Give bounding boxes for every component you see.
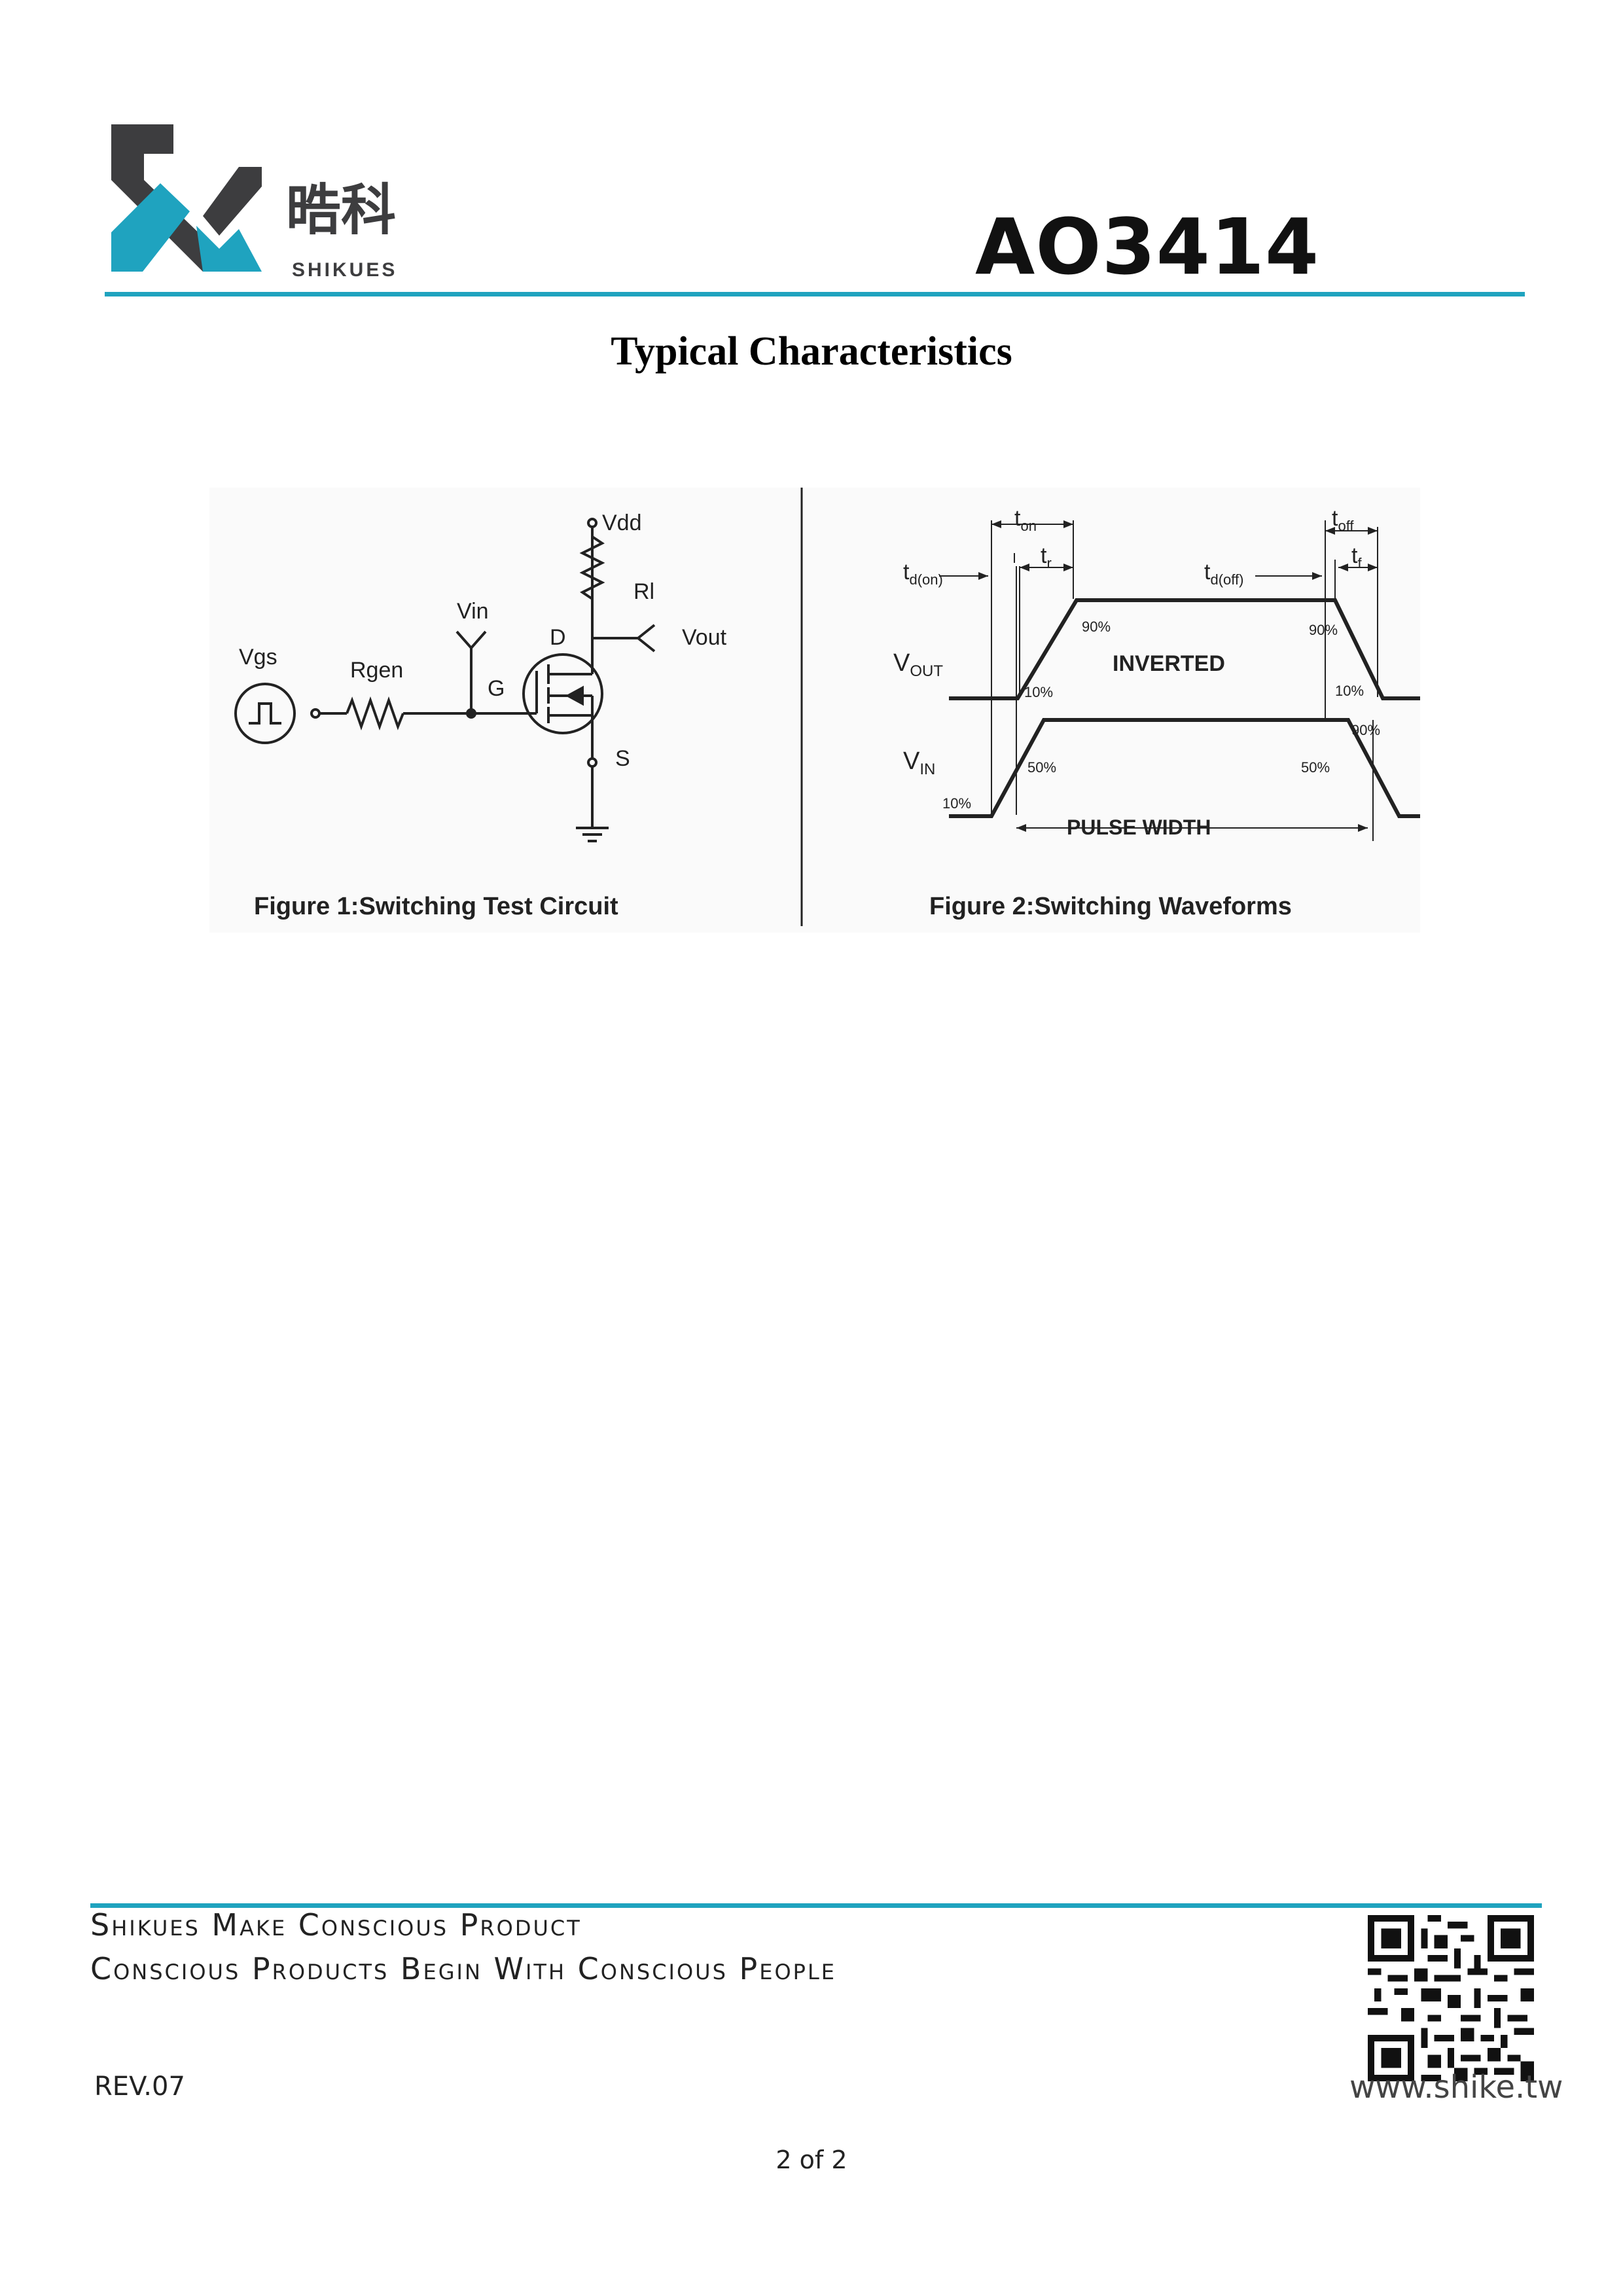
label-vout: Vout bbox=[682, 625, 727, 650]
label-vgs: Vgs bbox=[239, 645, 277, 670]
label-vout-wave: VOUT bbox=[893, 649, 943, 680]
qr-code bbox=[1368, 1915, 1534, 2081]
footer-slogan-1: Shikues Make Conscious Product bbox=[90, 1907, 582, 1943]
label-toff: toff bbox=[1332, 506, 1354, 534]
brand-cjk: 晧科 bbox=[286, 179, 396, 241]
label-vdd: Vdd bbox=[602, 511, 642, 535]
label-50-rise-in: 50% bbox=[1027, 759, 1056, 776]
label-tf: tf bbox=[1351, 543, 1362, 571]
label-tr: tr bbox=[1041, 543, 1052, 571]
footer-slogan-2: Conscious Products Begin With Conscious … bbox=[90, 1951, 837, 1986]
label-g: G bbox=[488, 676, 505, 701]
label-s: S bbox=[615, 746, 630, 771]
label-tdon: td(on) bbox=[903, 560, 943, 588]
website-link[interactable]: www.shike.tw bbox=[1349, 2069, 1563, 2106]
label-tdoff: td(off) bbox=[1204, 560, 1243, 588]
label-rgen: Rgen bbox=[350, 658, 403, 683]
switching-figures: Vdd Rl Vout Vin D Vgs Rgen G S Figure 1:… bbox=[209, 488, 1420, 933]
label-d: D bbox=[550, 625, 566, 650]
label-inverted: INVERTED bbox=[1113, 651, 1225, 676]
label-90-fall-out: 90% bbox=[1309, 622, 1338, 638]
label-10-rise-in: 10% bbox=[942, 795, 971, 812]
switching-test-circuit bbox=[234, 518, 656, 842]
brand-latin: SHIKUES bbox=[292, 259, 397, 281]
label-ton: ton bbox=[1014, 506, 1037, 534]
figure2-caption: Figure 2:Switching Waveforms bbox=[929, 893, 1292, 920]
revision-label: REV.07 bbox=[94, 2072, 185, 2102]
header-divider bbox=[105, 292, 1525, 296]
label-vin-wave: VIN bbox=[903, 747, 935, 778]
part-number: AO3414 bbox=[975, 202, 1320, 292]
label-10-rise-out: 10% bbox=[1024, 684, 1053, 700]
label-90-rise-out: 90% bbox=[1082, 619, 1111, 635]
section-title: Typical Characteristics bbox=[611, 329, 1012, 374]
label-rl: Rl bbox=[633, 579, 654, 604]
label-50-fall-in: 50% bbox=[1301, 759, 1330, 776]
label-90-fall-in: 90% bbox=[1351, 722, 1380, 738]
label-vin: Vin bbox=[457, 599, 489, 624]
footer-divider bbox=[90, 1903, 1542, 1908]
label-pulse-width: PULSE WIDTH bbox=[1067, 816, 1211, 839]
page-number: 2 of 2 bbox=[776, 2145, 847, 2174]
switching-waveforms bbox=[939, 520, 1420, 841]
figure1-caption: Figure 1:Switching Test Circuit bbox=[254, 893, 618, 920]
label-10-fall-out: 10% bbox=[1335, 683, 1364, 699]
company-logo: 晧科 SHIKUES bbox=[111, 124, 397, 281]
